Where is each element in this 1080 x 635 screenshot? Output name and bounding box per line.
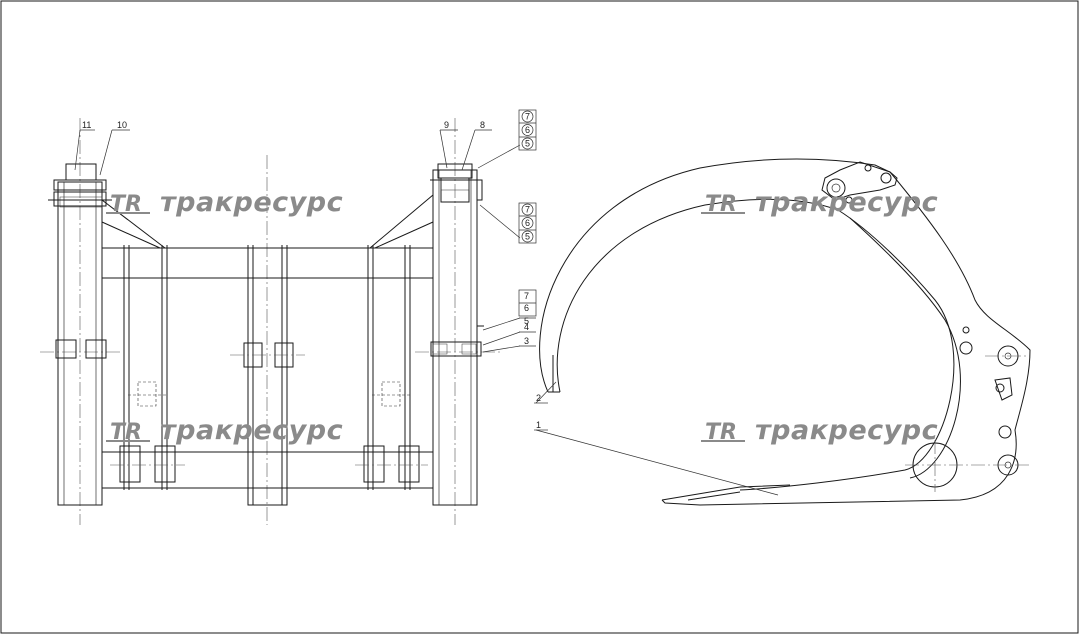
circled-callouts-top: 7 6 5 xyxy=(518,109,537,151)
callout-mid-5: 5 xyxy=(525,232,530,242)
watermark-2: TR тракресурс xyxy=(701,187,938,218)
watermark-text: тракресурс xyxy=(755,415,938,446)
watermark-text: тракресурс xyxy=(755,187,938,218)
cross-frame xyxy=(101,194,434,489)
callout-top-7: 7 xyxy=(525,112,530,122)
callout-11: 11 xyxy=(82,120,91,130)
callout-list: 7 6 5 4 3 xyxy=(518,289,537,347)
callout-8: 8 xyxy=(480,120,485,130)
callout-mid-7: 7 xyxy=(525,205,530,215)
right-upright xyxy=(430,163,484,506)
callout-10: 10 xyxy=(117,120,127,130)
left-upright xyxy=(48,163,112,506)
watermark-text: тракресурс xyxy=(160,415,343,446)
side-view: 2 1 xyxy=(534,158,1031,506)
watermark-3: TR тракресурс xyxy=(106,415,343,446)
callout-2: 2 xyxy=(536,393,541,403)
front-view: 11 10 9 8 7 6 5 7 6 5 xyxy=(40,109,537,525)
circled-callouts-mid: 7 6 5 xyxy=(518,202,537,244)
watermark-4: TR тракресурс xyxy=(701,415,938,446)
callout-9: 9 xyxy=(444,120,449,130)
watermark-1: TR тракресурс xyxy=(106,187,343,218)
callout-list-7: 7 xyxy=(524,291,529,301)
front-callouts xyxy=(74,129,521,353)
watermark-text: тракресурс xyxy=(160,187,343,218)
callout-list-6: 6 xyxy=(524,303,529,313)
callout-top-5: 5 xyxy=(525,139,530,149)
callout-list-4: 4 xyxy=(524,322,529,332)
callout-list-3: 3 xyxy=(524,336,529,346)
callout-list-5: 5 xyxy=(524,316,529,326)
callout-top-6: 6 xyxy=(525,125,530,135)
callout-1: 1 xyxy=(536,420,541,430)
callout-mid-6: 6 xyxy=(525,218,530,228)
inner-plates xyxy=(110,245,428,506)
